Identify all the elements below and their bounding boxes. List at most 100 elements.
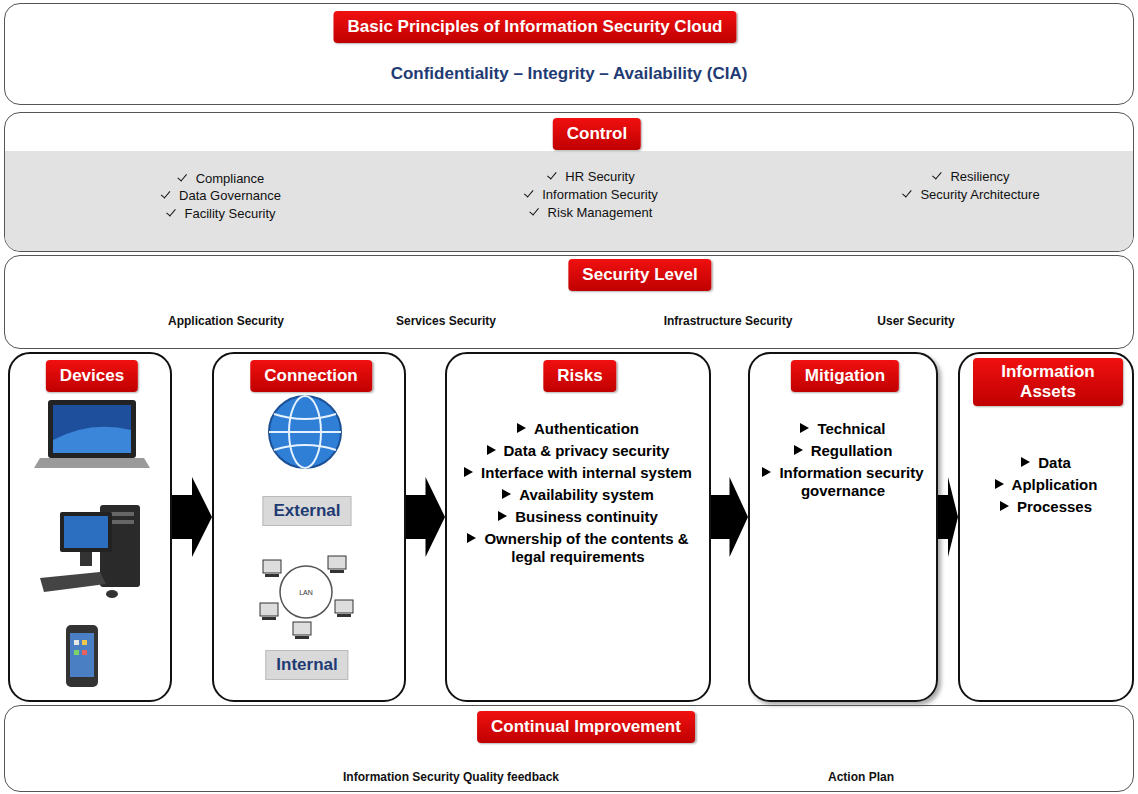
laptop-icon [34, 400, 150, 468]
bullet-arrow [762, 467, 771, 477]
flow-arrow [172, 477, 212, 557]
item-text: Availability system [519, 486, 654, 503]
item-text: Compliance [196, 171, 265, 186]
item-text: Action Plan [828, 770, 894, 784]
stage-box: Information AssetsDataAplplicationProces… [958, 352, 1134, 702]
bullet-item: Interface with internal system [457, 464, 699, 482]
section-band: Basic Principles of Information Security… [4, 3, 1134, 105]
icon-label: LAN [299, 589, 313, 596]
section-heading: Basic Principles of Information Security… [333, 11, 736, 43]
item-text: Processes [1017, 498, 1092, 515]
item-text: Aplplication [1012, 476, 1098, 493]
flow-arrow [711, 477, 748, 557]
item-text: Application Security [168, 314, 284, 328]
item-text: Infrastructure Security [664, 314, 793, 328]
check-mark [932, 169, 942, 179]
bullet-arrow [1021, 457, 1030, 467]
item-text: Internal [276, 655, 337, 674]
flow-arrow [938, 477, 958, 557]
item-text: Data [1038, 454, 1071, 471]
lan-icon [260, 556, 353, 639]
section-band: Continual ImprovementInformation Securit… [4, 705, 1134, 792]
item-text: Data & privacy security [504, 442, 670, 459]
check-mark [902, 187, 912, 197]
check-mark [547, 169, 557, 179]
section-heading: Control [553, 118, 641, 150]
item-text: Technical [817, 420, 885, 437]
network-tag: Internal [265, 650, 348, 680]
control-item: Information Security [524, 187, 658, 202]
item-text: Information Security Quality feedback [343, 770, 559, 784]
bullet-item: Business continuity [457, 508, 699, 526]
stage-box: MitigationTechnicalRegullationInformatio… [748, 352, 938, 702]
check-mark [161, 188, 171, 198]
section-band: ControlComplianceData GovernanceFacility… [4, 112, 1134, 252]
subtitle: Confidentiality – Integrity – Availabili… [5, 64, 1133, 84]
level-item: Action Plan [828, 770, 894, 784]
bullet-item: Authentication [457, 420, 699, 438]
level-item: Application Security [168, 314, 284, 328]
section-heading: Security Level [568, 259, 711, 291]
check-mark [524, 187, 534, 197]
bullet-item: Availability system [457, 486, 699, 504]
control-item: Data Governance [161, 188, 281, 203]
item-text: Resiliency [950, 169, 1009, 184]
item-text: Security Architecture [920, 187, 1039, 202]
bullet-list: DataAplplicationProcesses [968, 454, 1124, 520]
item-text: User Security [877, 314, 954, 328]
globe-icon [269, 396, 341, 468]
bullet-arrow [502, 489, 511, 499]
network-tag: External [262, 496, 351, 526]
item-text: Data Governance [179, 188, 281, 203]
level-item: Services Security [396, 314, 496, 328]
bullet-item: Ownership of the contents & legal requir… [457, 530, 699, 566]
check-mark [166, 206, 176, 216]
item-text: Services Security [396, 314, 496, 328]
item-text: External [273, 501, 340, 520]
phone-icon [66, 625, 98, 687]
bullet-arrow [1000, 501, 1009, 511]
section-heading: Devices [46, 360, 138, 392]
section-heading: Risks [543, 360, 616, 392]
bullet-arrow [498, 511, 507, 521]
bullet-item: Technical [758, 420, 928, 438]
control-item: Resiliency [932, 169, 1009, 184]
item-text: Business continuity [515, 508, 658, 525]
bullet-item: Data & privacy security [457, 442, 699, 460]
bullet-arrow [487, 445, 496, 455]
bullet-item: Data [968, 454, 1124, 472]
bullet-item: Processes [968, 498, 1124, 516]
section-heading: Connection [250, 360, 372, 392]
item-text: Ownership of the contents & legal requir… [484, 530, 688, 565]
bullet-arrow [517, 423, 526, 433]
control-item: Security Architecture [902, 187, 1039, 202]
item-text: HR Security [565, 169, 634, 184]
check-mark [529, 205, 539, 215]
control-item: Compliance [178, 171, 265, 186]
section-heading: Mitigation [791, 360, 899, 392]
bullet-item: Information security governance [758, 464, 928, 500]
item-text: Information security governance [779, 464, 923, 499]
bullet-arrow [800, 423, 809, 433]
bullet-list: TechnicalRegullationInformation security… [758, 420, 928, 504]
stage-box: Devices [8, 352, 172, 702]
item-text: Information Security [542, 187, 658, 202]
section-heading: Information Assets [973, 358, 1123, 406]
section-heading: Continual Improvement [477, 711, 695, 743]
item-text: Risk Management [548, 205, 653, 220]
flow-arrow [406, 477, 445, 557]
level-item: User Security [877, 314, 954, 328]
bullet-arrow [995, 479, 1004, 489]
stage-box: RisksAuthenticationData & privacy securi… [445, 352, 711, 702]
desktop-icon [40, 505, 140, 598]
section-band: Security LevelApplication Security Servic… [4, 255, 1134, 349]
item-text: Interface with internal system [481, 464, 692, 481]
control-item: Risk Management [530, 205, 653, 220]
level-item: Infrastructure Security [664, 314, 793, 328]
control-item: HR Security [547, 169, 634, 184]
level-item: Information Security Quality feedback [343, 770, 559, 784]
bullet-arrow [467, 533, 476, 543]
item-text: Authentication [534, 420, 639, 437]
control-item: Facility Security [166, 206, 275, 221]
